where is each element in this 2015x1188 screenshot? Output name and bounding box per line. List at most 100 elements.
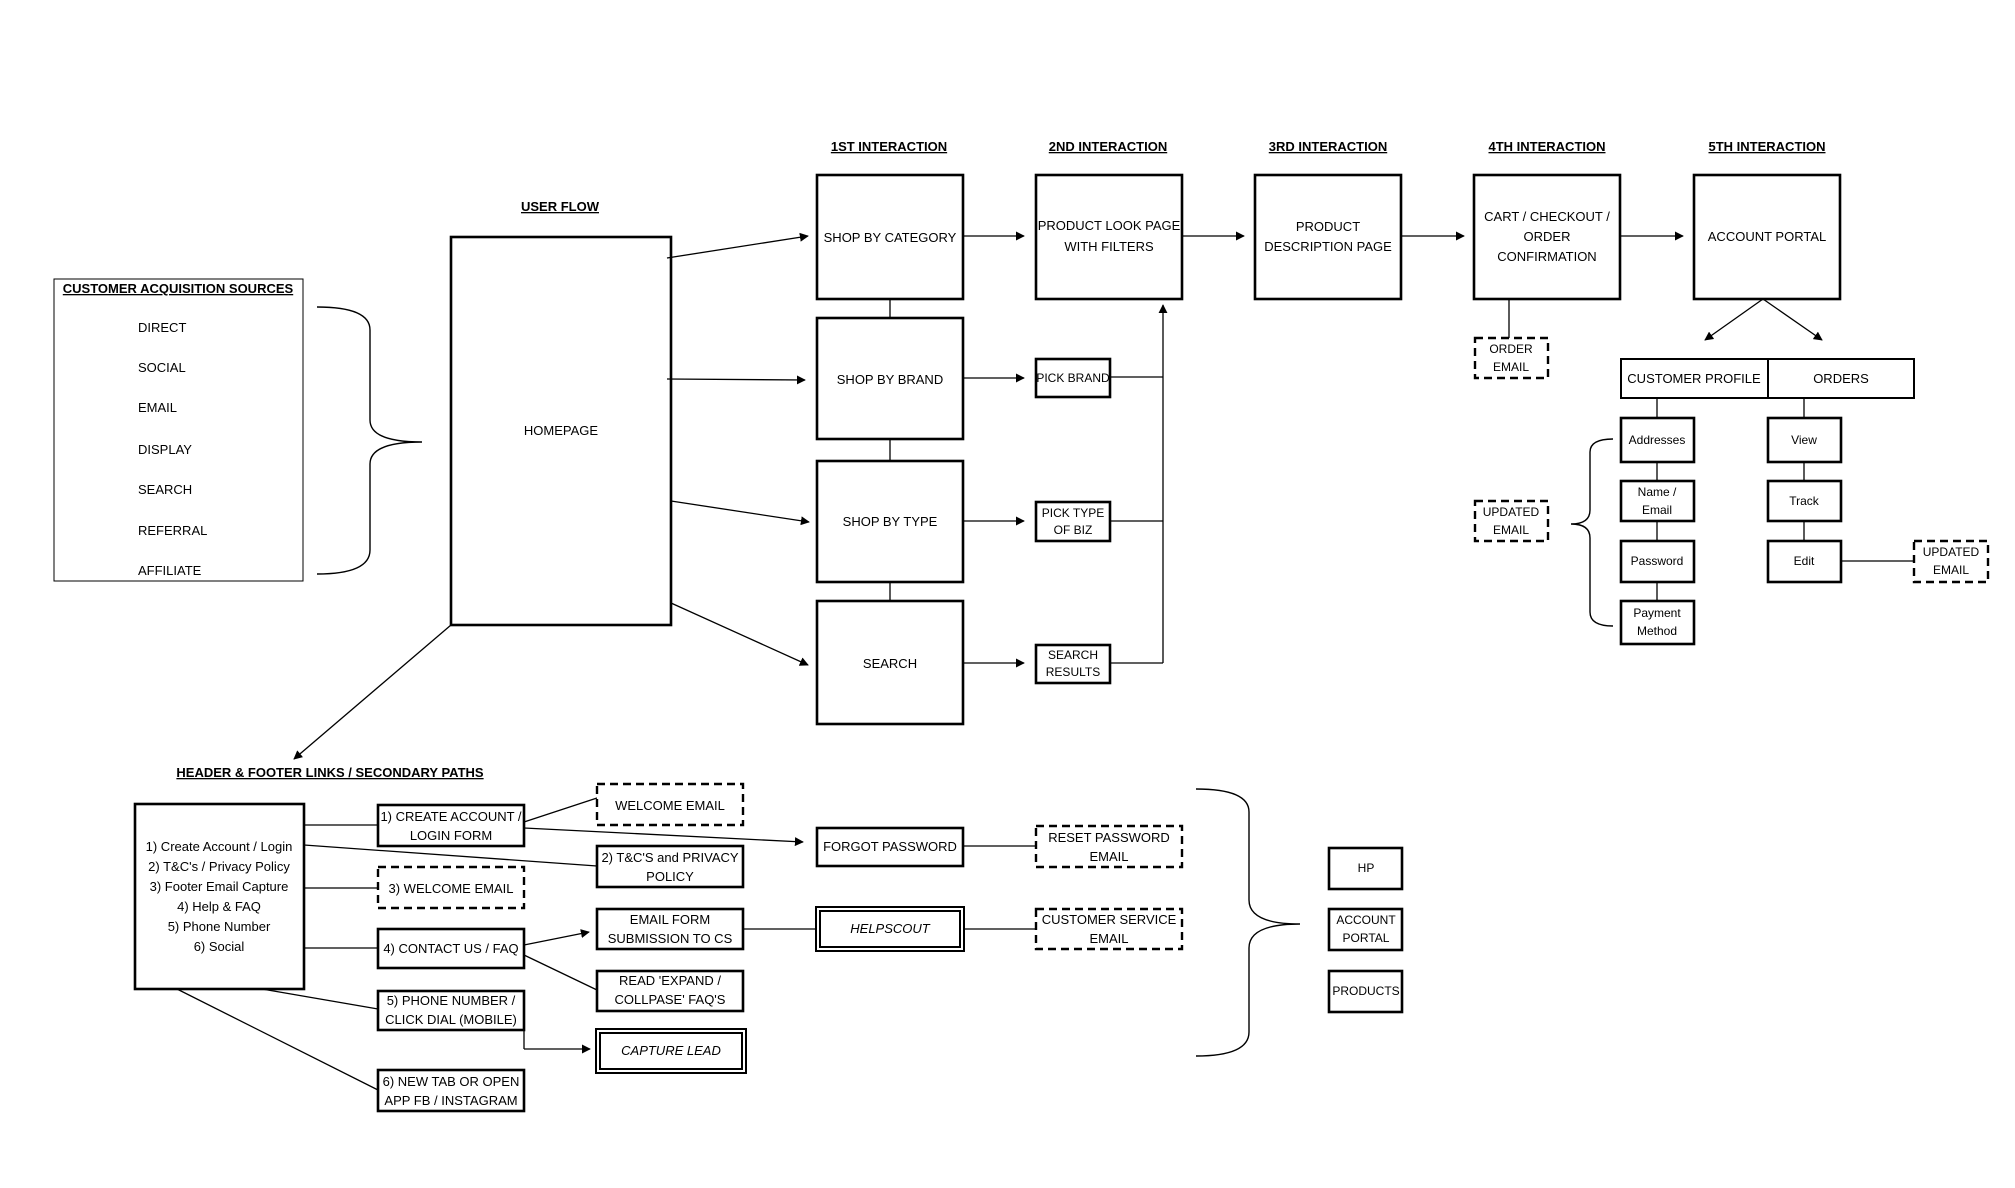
capture-lead-label: CAPTURE LEAD bbox=[621, 1043, 721, 1058]
secondary-item-4: 4) Help & FAQ bbox=[177, 899, 261, 914]
shop-by-category-label: SHOP BY CATEGORY bbox=[824, 230, 957, 245]
read-expand-label-1: READ 'EXPAND / bbox=[619, 973, 721, 988]
edit-label: Edit bbox=[1794, 554, 1815, 568]
create-account-box: 1) CREATE ACCOUNT / LOGIN FORM bbox=[376, 803, 526, 848]
product-description-label-2: DESCRIPTION PAGE bbox=[1264, 239, 1392, 254]
addresses-box: Addresses bbox=[1619, 416, 1696, 464]
name-email-box: Name / Email bbox=[1619, 479, 1696, 523]
order-email-box: ORDER EMAIL bbox=[1473, 336, 1550, 380]
pick-brand-label: PICK BRAND bbox=[1036, 371, 1110, 385]
forgot-password-box: FORGOT PASSWORD bbox=[815, 826, 965, 868]
arrow-create-to-forgot-password bbox=[523, 827, 804, 847]
helpscout-box: HELPSCOUT bbox=[815, 906, 965, 952]
customer-service-email-box: CUSTOMER SERVICE EMAIL bbox=[1034, 907, 1184, 951]
name-email-label-2: Email bbox=[1642, 503, 1672, 517]
payment-method-label-1: Payment bbox=[1633, 606, 1681, 620]
capture-lead-box: CAPTURE LEAD bbox=[595, 1028, 747, 1074]
arrow-home-to-secondary bbox=[293, 624, 452, 760]
search-box: SEARCH bbox=[815, 599, 965, 726]
new-tab-box: 6) NEW TAB OR OPEN APP FB / INSTAGRAM bbox=[376, 1068, 526, 1113]
email-form-box: EMAIL FORM SUBMISSION TO CS bbox=[595, 907, 745, 951]
new-tab-label-1: 6) NEW TAB OR OPEN bbox=[383, 1074, 520, 1089]
product-look-page-box: PRODUCT LOOK PAGE WITH FILTERS bbox=[1034, 173, 1184, 301]
shop-by-category-box: SHOP BY CATEGORY bbox=[815, 173, 965, 301]
search-results-label-1: SEARCH bbox=[1048, 648, 1098, 662]
arrow-home-to-category bbox=[666, 232, 809, 259]
product-look-label-2: WITH FILTERS bbox=[1064, 239, 1154, 254]
source-display: DISPLAY bbox=[138, 442, 192, 457]
hp-label: HP bbox=[1358, 861, 1375, 875]
account-portal-dest-box: ACCOUNT PORTAL bbox=[1327, 907, 1404, 952]
updated-email-orders-label-2: EMAIL bbox=[1933, 563, 1969, 577]
updated-email-profile-label-2: EMAIL bbox=[1493, 523, 1529, 537]
secondary-item-5: 5) Phone Number bbox=[168, 919, 271, 934]
search-label: SEARCH bbox=[863, 656, 917, 671]
track-label: Track bbox=[1789, 494, 1820, 508]
view-label: View bbox=[1791, 433, 1817, 447]
arrow-home-to-type bbox=[670, 500, 810, 526]
source-search: SEARCH bbox=[138, 482, 192, 497]
contact-us-box: 4) CONTACT US / FAQ bbox=[376, 927, 526, 970]
interaction-3-header: 3RD INTERACTION bbox=[1269, 139, 1387, 154]
edit-box: Edit bbox=[1766, 539, 1843, 584]
shop-by-type-label: SHOP BY TYPE bbox=[843, 514, 938, 529]
addresses-label: Addresses bbox=[1629, 433, 1686, 447]
account-portal-dest-label-2: PORTAL bbox=[1343, 931, 1390, 945]
connector-create-to-welcome bbox=[523, 797, 598, 823]
account-portal-label: ACCOUNT PORTAL bbox=[1708, 229, 1826, 244]
secondary-paths-header: HEADER & FOOTER LINKS / SECONDARY PATHS bbox=[176, 765, 484, 780]
customer-profile-label: CUSTOMER PROFILE bbox=[1627, 371, 1761, 386]
profile-brace bbox=[1570, 438, 1614, 627]
account-portal-dest-label-1: ACCOUNT bbox=[1336, 913, 1396, 927]
orders-box: ORDERS bbox=[1767, 358, 1915, 399]
email-form-label-1: EMAIL FORM bbox=[630, 912, 710, 927]
arrow-account-to-profile bbox=[1704, 298, 1764, 341]
pick-brand-box: PICK BRAND bbox=[1034, 357, 1112, 399]
track-box: Track bbox=[1766, 479, 1843, 523]
secondary-item-1: 1) Create Account / Login bbox=[146, 839, 293, 854]
order-email-label-1: ORDER bbox=[1489, 342, 1533, 356]
view-box: View bbox=[1766, 416, 1843, 464]
products-label: PRODUCTS bbox=[1332, 984, 1399, 998]
helpscout-label: HELPSCOUT bbox=[850, 921, 931, 936]
acquisition-sources-box: CUSTOMER ACQUISITION SOURCES DIRECT SOCI… bbox=[53, 278, 304, 582]
read-expand-box: READ 'EXPAND / COLLPASE' FAQ'S bbox=[595, 969, 745, 1013]
interaction-4-header: 4TH INTERACTION bbox=[1489, 139, 1606, 154]
cart-label-2: ORDER bbox=[1524, 229, 1571, 244]
connector-to-tc-privacy bbox=[303, 844, 598, 867]
tc-privacy-box: 2) T&C'S and PRIVACY POLICY bbox=[595, 844, 745, 889]
arrow-home-to-search bbox=[670, 602, 809, 666]
product-description-box: PRODUCT DESCRIPTION PAGE bbox=[1253, 173, 1403, 301]
secondary-item-3: 3) Footer Email Capture bbox=[150, 879, 289, 894]
search-results-label-2: RESULTS bbox=[1046, 665, 1100, 679]
sources-title: CUSTOMER ACQUISITION SOURCES bbox=[63, 281, 294, 296]
name-email-label-1: Name / bbox=[1638, 485, 1677, 499]
customer-service-label-1: CUSTOMER SERVICE bbox=[1042, 912, 1177, 927]
reset-password-label-1: RESET PASSWORD bbox=[1048, 830, 1170, 845]
destinations-brace bbox=[1195, 788, 1301, 1057]
connector-to-new-tab bbox=[176, 988, 379, 1091]
password-label: Password bbox=[1631, 554, 1684, 568]
create-account-label-1: 1) CREATE ACCOUNT / bbox=[380, 809, 521, 824]
password-box: Password bbox=[1619, 539, 1696, 584]
source-social: SOCIAL bbox=[138, 360, 186, 375]
reset-password-label-2: EMAIL bbox=[1089, 849, 1128, 864]
secondary-item-6: 6) Social bbox=[194, 939, 245, 954]
connector-contact-to-read-expand bbox=[523, 954, 598, 991]
secondary-main-box: 1) Create Account / Login 2) T&C's / Pri… bbox=[133, 802, 306, 991]
arrow-contact-to-email-form bbox=[523, 929, 590, 946]
user-flow-header: USER FLOW bbox=[521, 199, 600, 214]
create-account-label-2: LOGIN FORM bbox=[410, 828, 492, 843]
reset-password-email-box: RESET PASSWORD EMAIL bbox=[1034, 824, 1184, 869]
updated-email-profile-box: UPDATED EMAIL bbox=[1473, 499, 1550, 543]
welcome-email-3-box: 3) WELCOME EMAIL bbox=[376, 865, 526, 910]
payment-method-box: Payment Method bbox=[1619, 599, 1696, 646]
updated-email-profile-label-1: UPDATED bbox=[1483, 505, 1540, 519]
hp-box: HP bbox=[1327, 846, 1404, 891]
welcome-email-3-label: 3) WELCOME EMAIL bbox=[389, 881, 514, 896]
tc-privacy-label-1: 2) T&C'S and PRIVACY bbox=[601, 850, 738, 865]
shop-by-brand-label: SHOP BY BRAND bbox=[837, 372, 943, 387]
orders-label: ORDERS bbox=[1813, 371, 1869, 386]
connector-to-phone-number bbox=[261, 988, 379, 1010]
